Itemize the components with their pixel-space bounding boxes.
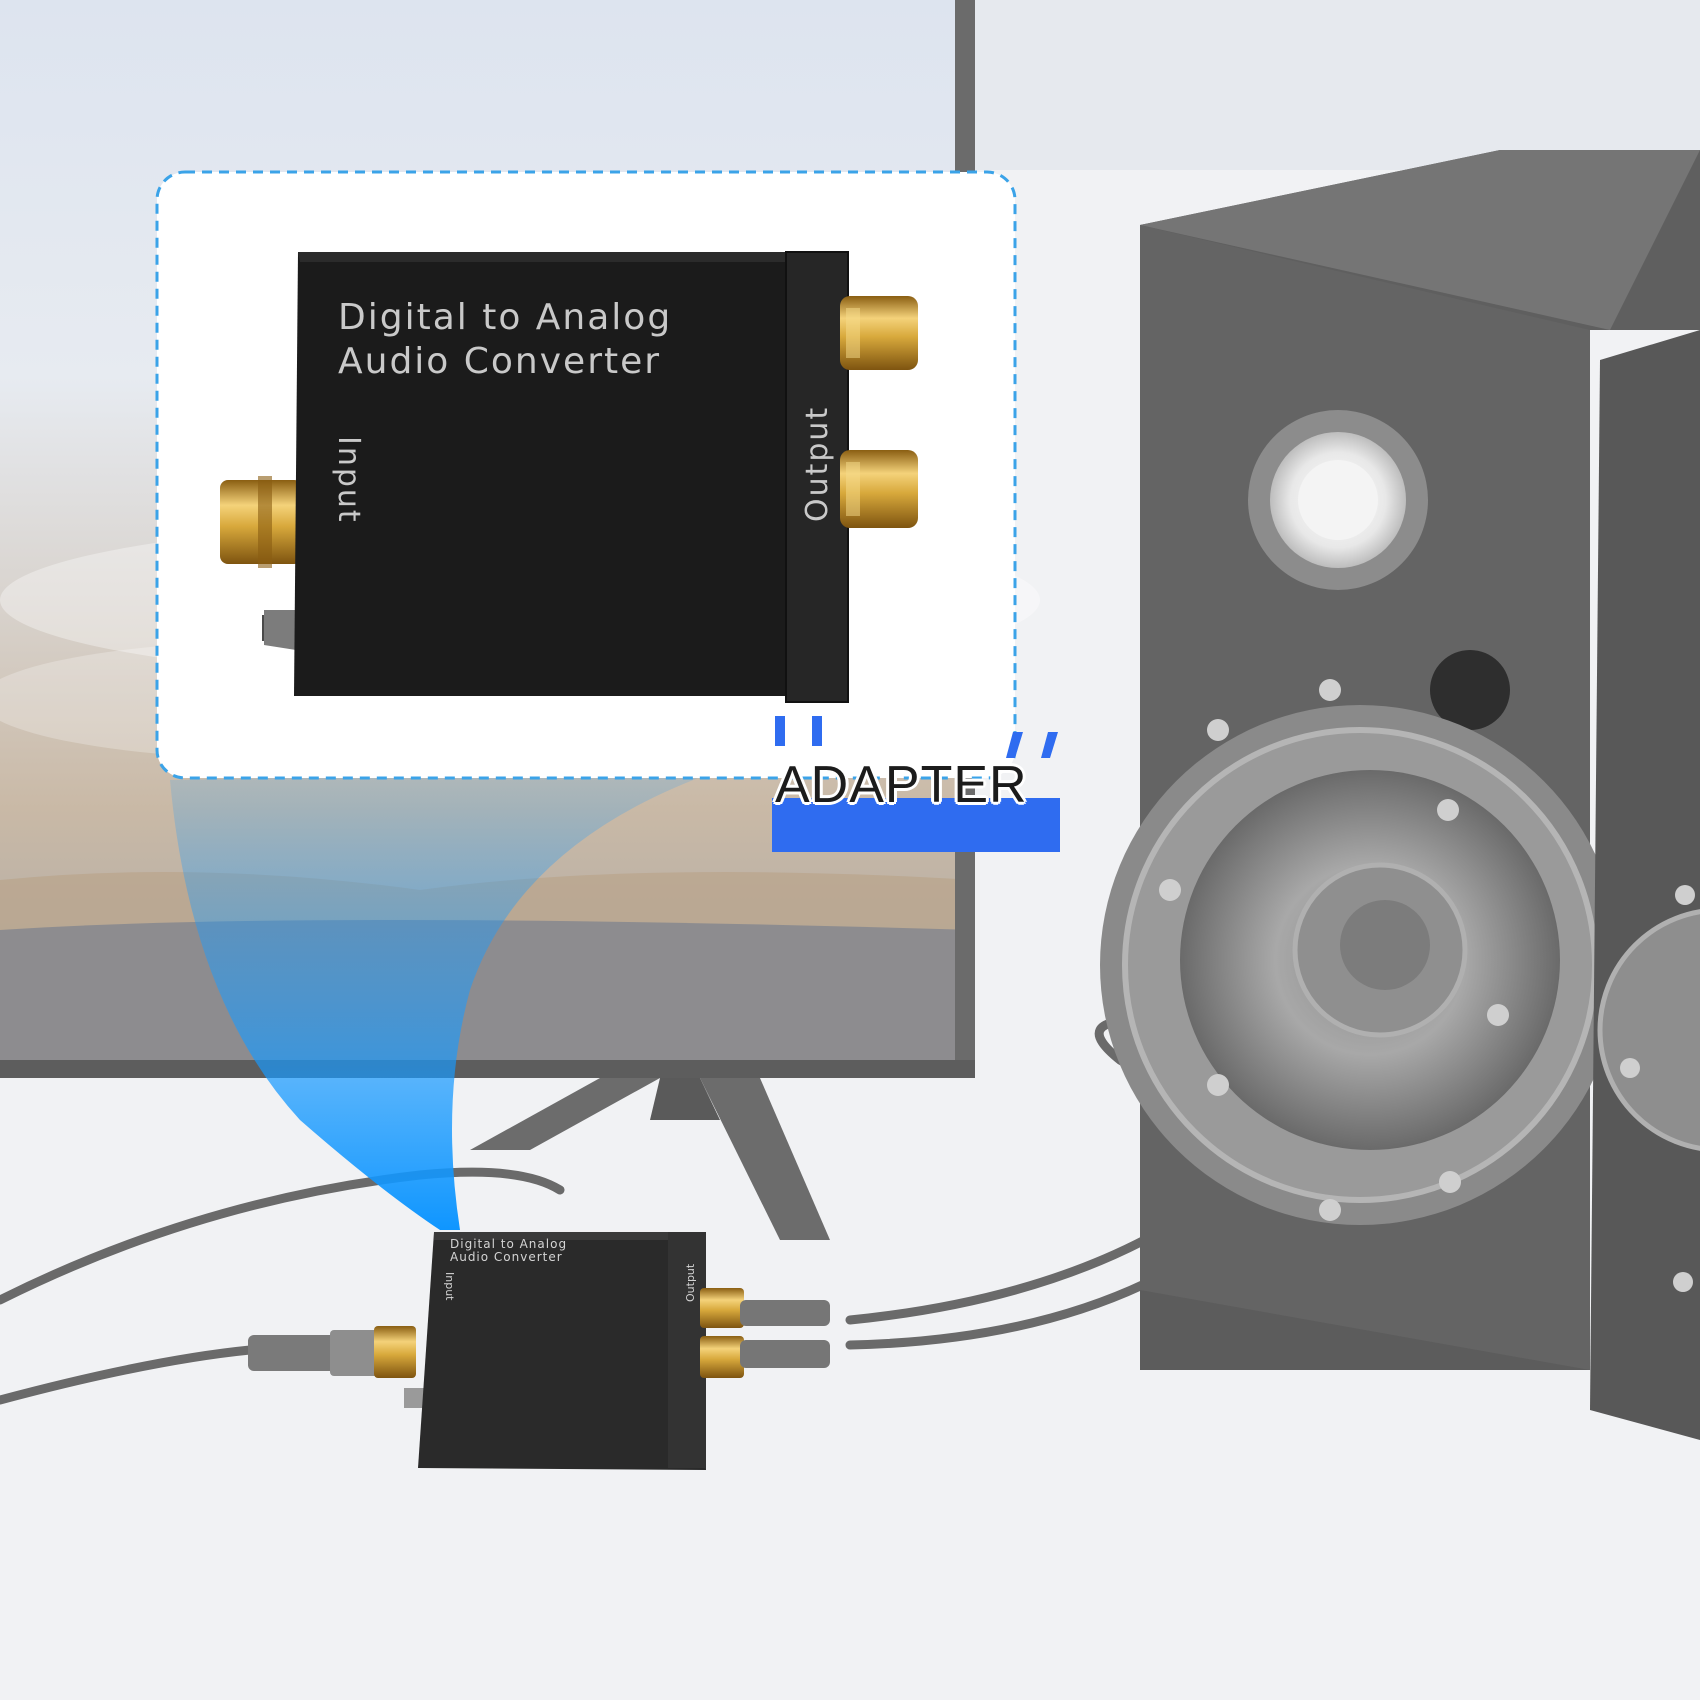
speaker-right xyxy=(1590,330,1700,1440)
adapter-badge-shapes xyxy=(772,716,1060,852)
zoom-device-title: Digital to Analog Audio Converter xyxy=(338,296,672,384)
small-device-title-line1: Digital to Analog xyxy=(450,1237,568,1251)
zoom-device-output-label: Output xyxy=(800,405,835,522)
small-device-title: Digital to Analog Audio Converter xyxy=(450,1238,567,1264)
tv-stand xyxy=(470,1078,830,1240)
small-device xyxy=(248,1232,830,1470)
zoom-device-title-line2: Audio Converter xyxy=(338,341,662,382)
small-device-output-label: Output xyxy=(684,1263,697,1302)
speaker-left xyxy=(1100,150,1700,1370)
small-device-input-label: Input xyxy=(443,1272,456,1301)
adapter-label: ADAPTER xyxy=(775,756,1028,814)
zoom-device-title-line1: Digital to Analog xyxy=(338,297,673,338)
callout-funnel xyxy=(170,770,720,1230)
zoom-device-input-label: Input xyxy=(331,436,366,524)
zoom-device xyxy=(220,251,918,703)
small-device-title-line2: Audio Converter xyxy=(450,1250,563,1264)
